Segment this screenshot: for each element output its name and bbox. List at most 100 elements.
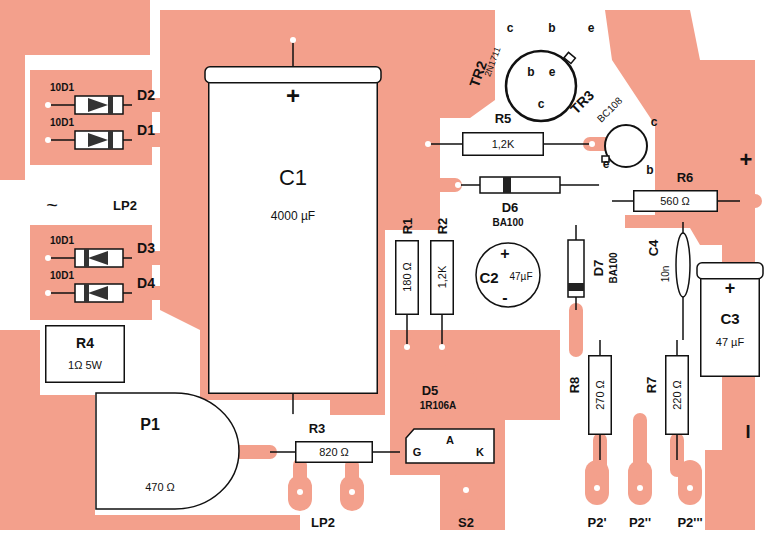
transistor-tr3: TR3BC108ceb [604,124,648,168]
board-graphic [594,485,600,491]
component-text: A [446,435,454,446]
board-graphic [459,468,473,490]
component-body [666,356,689,435]
board-graphic [637,485,643,491]
component-body [46,326,125,383]
component-text: + [286,84,300,108]
component-body [463,133,544,156]
component-text: R7 [645,377,658,394]
component-label: BA100 [609,252,619,283]
component-body [431,241,454,315]
resistor-r4: R4 1Ω 5W [45,325,125,383]
capacitor-c3: +C347 µF [700,262,760,377]
board-graphic [568,240,584,297]
board-graphic [439,344,445,350]
component-label: D4 [137,276,155,290]
diode-symbols [75,96,690,302]
resistor-r8: R8270 Ω [588,355,612,435]
potentiometer-p1: P1470 Ω [95,392,240,510]
board-graphic [75,249,123,267]
component-text: R5 [495,112,512,125]
board-graphic [123,292,132,294]
board-graphic [425,141,431,147]
resistor-r6: R6560 Ω [633,190,718,212]
component-text: 47µF [510,272,533,282]
board-graphic [406,315,408,345]
component-label: LP2 [311,516,335,529]
board-graphic [50,292,75,294]
component-label: D1 [137,123,155,137]
capacitor-body [209,78,378,393]
board-graphic [150,251,205,265]
component-label: D3 [137,241,155,255]
component-text: R6 [677,171,694,184]
component-label: e [588,22,595,34]
component-body [396,241,419,315]
board-graphic [150,286,205,300]
board-graphic [150,98,205,112]
component-text: K [476,447,484,458]
resistor-r5: R51,2K [462,132,544,156]
board-graphic [460,184,480,186]
component-label: LP2 [113,199,137,212]
board-graphic [30,225,152,320]
board-graphic [544,143,590,145]
component-text: + [725,279,736,297]
board-graphic [95,515,300,530]
board-graphic [676,340,678,355]
component-text: b [527,66,534,78]
board-graphic [75,96,123,114]
potentiometer-body [96,393,239,509]
component-text: R3 [309,422,326,435]
component-body [634,191,718,212]
component-text: C2 [479,270,498,285]
component-text: 470 Ω [145,482,175,493]
board-graphic [160,10,495,415]
component-text: R4 [76,336,94,350]
board-graphic [297,489,303,495]
component-text: G [413,447,422,458]
board-graphic [349,489,355,495]
board-graphic [84,249,89,267]
capacitor-rim [697,263,763,279]
board-graphic [441,315,443,345]
capacitor-rim [205,67,381,83]
component-text: 1R106A [420,401,457,411]
board-graphic [463,487,469,493]
thyristor-d5: D51R106AGAK [405,428,495,464]
component-label: S2 [458,516,474,529]
board-graphic [108,96,113,114]
component-label: c [507,22,514,34]
board-graphic [293,465,307,490]
component-text: D5 [422,384,439,397]
board-graphic [50,104,75,106]
board-graphic [373,451,400,453]
copper-pour [0,0,755,530]
board-graphic [589,141,595,147]
board-graphic [292,394,294,415]
component-text: e [549,66,556,78]
board-graphic [503,177,511,193]
capacitor-c2: C247µF+- [475,242,541,308]
board-graphic [88,251,108,265]
transistor-case [506,51,576,121]
capacitor-body [476,243,540,307]
board-graphic [676,435,678,460]
board-graphic [292,42,294,66]
component-text: 1Ω 5W [68,360,102,371]
board-graphic [75,284,123,302]
component-text: 1,2K [437,266,448,289]
transistor-tr2: TR22N1711bec [505,50,577,122]
board-graphic [75,249,123,267]
component-text: R8 [568,377,581,394]
component-text: 270 Ω [595,380,606,410]
component-outline [604,124,648,168]
board-graphic [687,485,693,491]
board-graphic [435,345,449,360]
board-graphic [575,297,577,310]
board-graphic [123,139,132,141]
board-graphic [633,420,647,470]
board-graphic [568,283,584,291]
board-graphic [123,257,132,259]
component-text: - [502,290,507,306]
